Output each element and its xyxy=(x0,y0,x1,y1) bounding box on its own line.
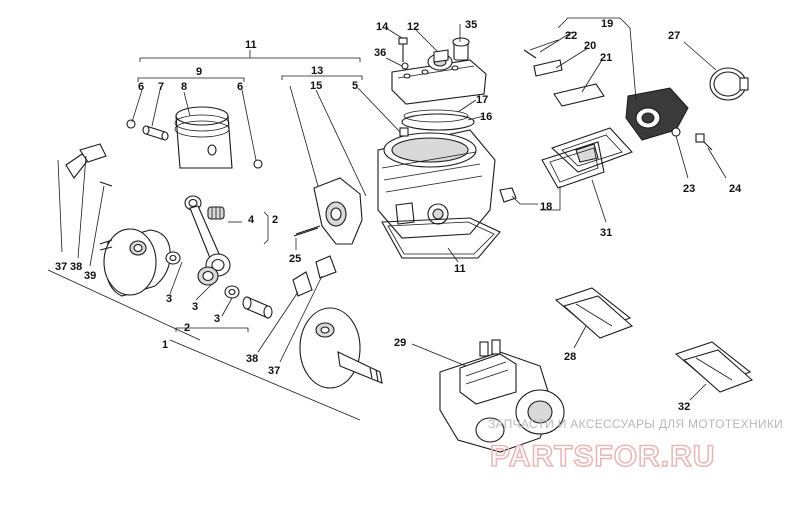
callout-14: 14 xyxy=(376,21,389,33)
washer-36 xyxy=(401,62,409,70)
hose-clamp xyxy=(709,67,749,101)
reed-petals-21 xyxy=(553,83,605,107)
intake-manifold xyxy=(625,87,689,141)
crankshaft-left-half xyxy=(99,228,171,297)
callout-18: 18 xyxy=(540,201,552,213)
cylinder-block xyxy=(377,129,496,239)
callout-3-right: 3 xyxy=(214,313,220,325)
callout-35: 35 xyxy=(465,19,477,31)
connecting-rod xyxy=(184,195,231,277)
watermark: ЗАПЧАСТИ И АКСЕССУАРЫ ДЛЯ МОТОТЕХНИКИ PA… xyxy=(488,417,783,474)
cylinder-base-gasket xyxy=(381,217,501,259)
callout-37-right: 37 xyxy=(268,365,280,377)
callout-36: 36 xyxy=(374,47,386,59)
callout-1: 1 xyxy=(162,339,168,351)
callout-29: 29 xyxy=(394,337,406,349)
callout-8: 8 xyxy=(181,81,187,93)
reed-stop-20 xyxy=(533,59,563,77)
callout-3-left: 3 xyxy=(166,293,172,305)
reed-gasket-31 xyxy=(541,141,605,189)
thrust-washer-left-hole xyxy=(169,254,177,262)
crank-pin xyxy=(242,296,273,319)
gasket-kit-28 xyxy=(554,287,634,339)
piston xyxy=(174,106,233,169)
callout-labels: 11 9 6 7 8 6 13 15 5 14 12 35 36 17 16 1… xyxy=(55,18,742,413)
reed-valve-block xyxy=(550,127,633,173)
callout-21: 21 xyxy=(600,52,612,64)
leader-lines xyxy=(47,17,727,421)
cylinder-head xyxy=(391,53,487,105)
callout-28: 28 xyxy=(564,351,576,363)
callout-12: 12 xyxy=(407,21,419,33)
watermark-tagline: ЗАПЧАСТИ И АКСЕССУАРЫ ДЛЯ МОТОТЕХНИКИ xyxy=(488,417,783,431)
needle-bearing-small xyxy=(207,206,225,220)
callout-39: 39 xyxy=(84,270,96,282)
callout-6-left: 6 xyxy=(138,81,144,93)
callout-4: 4 xyxy=(248,214,255,226)
key-38-left xyxy=(79,143,107,163)
nut-24 xyxy=(671,127,681,137)
callout-7: 7 xyxy=(158,81,164,93)
callout-38-left: 38 xyxy=(70,261,82,273)
callout-31: 31 xyxy=(600,227,612,239)
key-37-right xyxy=(315,255,337,279)
callout-2-lower: 2 xyxy=(184,322,190,334)
circlip-right xyxy=(253,159,263,169)
exhaust-nut-18 xyxy=(499,187,517,203)
callout-15: 15 xyxy=(310,80,322,92)
head-bolt-14-head xyxy=(398,37,408,45)
exhaust-valve-housing xyxy=(295,177,363,245)
callout-37-left: 37 xyxy=(55,261,67,273)
callout-24: 23 xyxy=(683,183,695,195)
callout-17: 17 xyxy=(476,94,488,106)
dowel-5 xyxy=(399,127,409,137)
callout-19: 19 xyxy=(601,18,613,30)
key-39-pin xyxy=(99,181,113,187)
screw-22 xyxy=(523,49,537,59)
callout-6-right: 6 xyxy=(237,81,243,93)
callout-9: 9 xyxy=(196,66,202,78)
callout-22: 22 xyxy=(565,30,577,42)
callout-5: 5 xyxy=(352,80,358,92)
crankshaft-right-half xyxy=(299,307,383,389)
callout-20: 20 xyxy=(584,40,596,52)
callout-13: 13 xyxy=(311,65,323,77)
screw-25-head xyxy=(695,133,705,143)
key-38-right xyxy=(292,271,313,297)
callout-3-mid: 3 xyxy=(192,301,198,313)
gasket-kit-32 xyxy=(674,341,754,393)
callout-10: 11 xyxy=(245,39,257,51)
watermark-brand: PARTSFOR.RU xyxy=(490,440,715,473)
o-ring-17 xyxy=(403,109,469,123)
callout-11: 11 xyxy=(454,263,466,275)
head-cap-12 xyxy=(433,49,449,63)
callout-16: 16 xyxy=(480,111,492,123)
piston-pin xyxy=(142,125,169,141)
thrust-washer-right-hole xyxy=(228,288,236,296)
callout-25: 24 xyxy=(729,183,742,195)
needle-bearing-large xyxy=(197,266,219,286)
o-ring-16 xyxy=(401,113,475,131)
callout-32: 32 xyxy=(678,401,690,413)
circlip-left xyxy=(126,119,136,129)
callout-38-right: 38 xyxy=(246,353,258,365)
bolt-23 xyxy=(293,227,319,237)
callout-27: 27 xyxy=(668,30,680,42)
callout-2-upper: 2 xyxy=(272,214,278,226)
callout-23: 25 xyxy=(289,253,301,265)
complete-engine xyxy=(439,339,565,453)
head-sensor-35 xyxy=(452,37,470,61)
